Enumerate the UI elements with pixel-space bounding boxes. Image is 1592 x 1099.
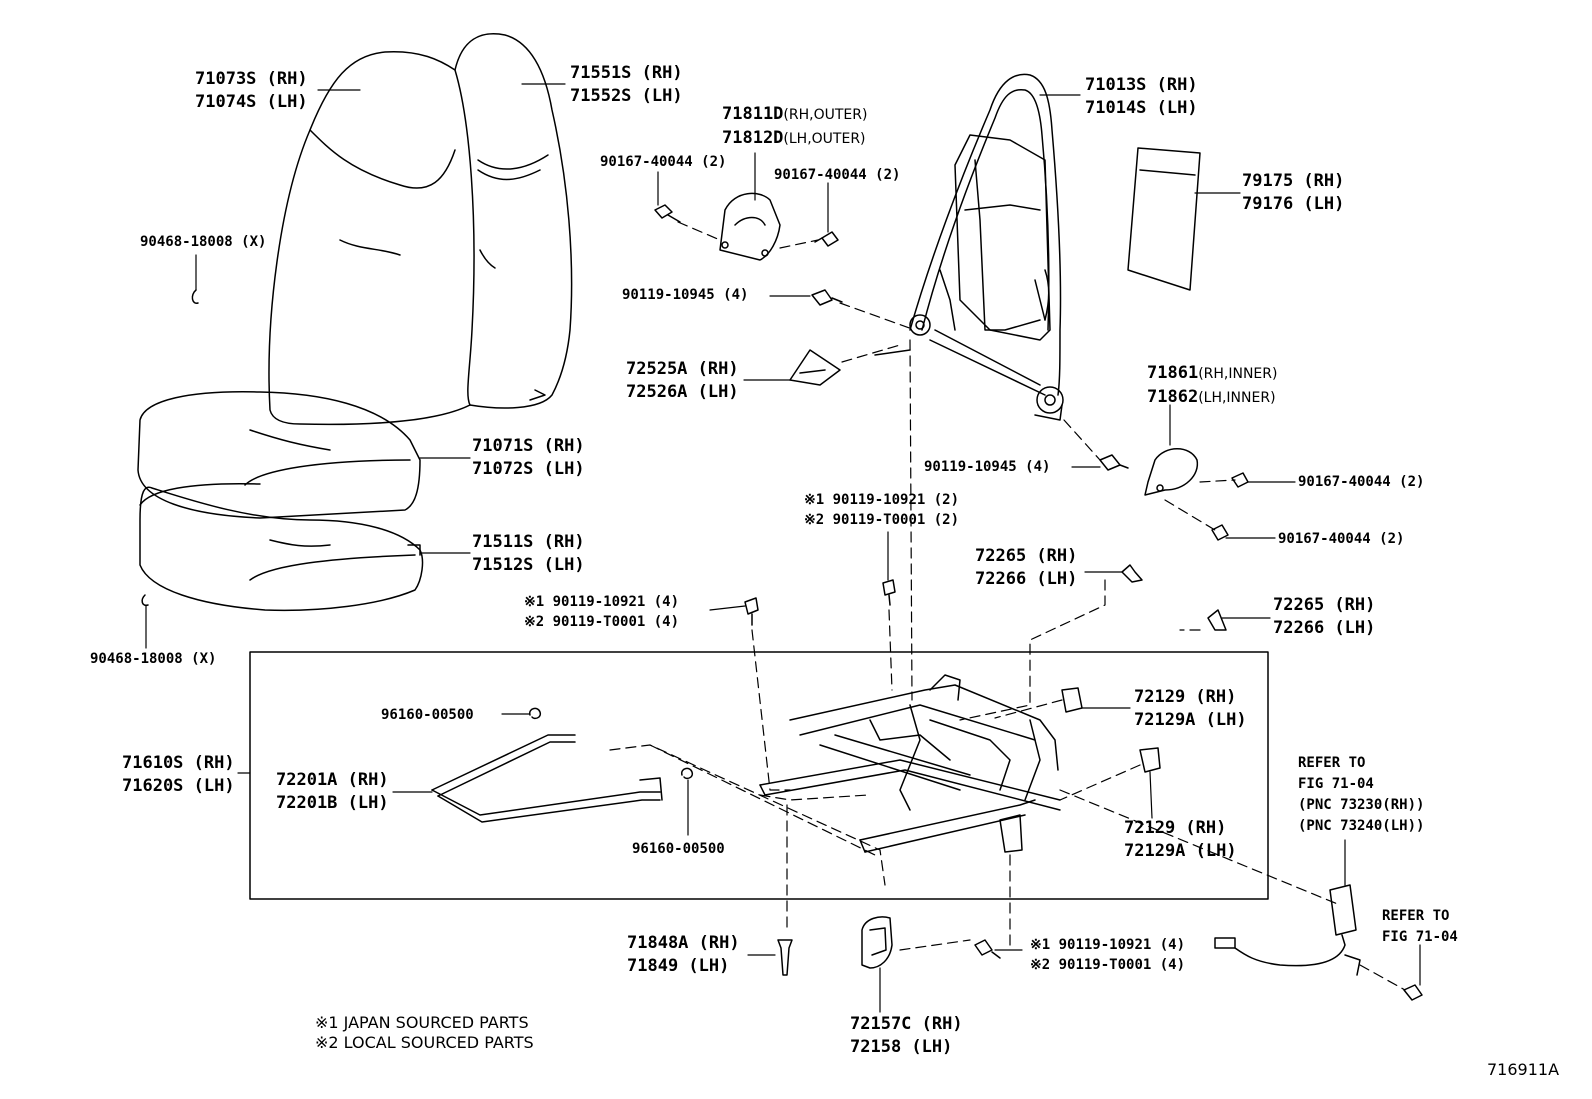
label-seatback-frame: 71013S (RH)71014S (LH) xyxy=(1085,75,1198,118)
buckle-drawing xyxy=(1215,885,1360,975)
label-cushion-cover: 71071S (RH)71072S (LH) xyxy=(472,436,585,479)
clip-drawings xyxy=(1122,565,1226,630)
hinge-cover-outer-drawing xyxy=(720,193,780,260)
label-bolt-left: ※1 90119-10921 (4)※2 90119-T0001 (4) xyxy=(524,594,680,630)
rail-cover-drawing xyxy=(862,917,892,968)
label-bolt-upper: 90119-10945 (4) xyxy=(622,287,749,303)
label-bolt-lower: 90119-10945 (4) xyxy=(924,459,1051,475)
sourced-parts-notes: ※1 JAPAN SOURCED PARTS※2 LOCAL SOURCED P… xyxy=(315,1013,534,1052)
label-reclining-knob: 72525A (RH)72526A (LH) xyxy=(626,359,739,402)
seatback-drawing xyxy=(269,34,572,425)
board-drawing xyxy=(1128,148,1200,290)
label-rail-cover: 72157C (RH)72158 (LH) xyxy=(850,1014,963,1057)
cushion-drawing xyxy=(138,392,422,611)
label-pin: 71848A (RH)71849 (LH) xyxy=(627,933,740,976)
seatback-frame-drawing xyxy=(910,74,1063,420)
label-cover-b: 72129 (RH)72129A (LH) xyxy=(1124,818,1237,861)
dashed-assembly-lines xyxy=(610,222,1405,990)
fastener-drawings xyxy=(655,205,1422,1000)
label-bolt-center: ※1 90119-10921 (2)※2 90119-T0001 (2) xyxy=(804,492,960,528)
label-ring-2: 96160-00500 xyxy=(632,841,725,857)
label-cover-a: 72129 (RH)72129A (LH) xyxy=(1134,687,1247,730)
label-screw-outer-left: 90167-40044 (2) xyxy=(600,154,727,170)
label-screw-inner-2: 90167-40044 (2) xyxy=(1278,531,1405,547)
hog-ring-drawings xyxy=(142,290,198,605)
label-hinge-cover-inner: 71861(RH,INNER) 71862(LH,INNER) xyxy=(1147,363,1278,407)
reclining-knob-drawing xyxy=(790,350,910,385)
seat-adjuster-drawing xyxy=(760,675,1060,852)
leader-lines xyxy=(146,84,1420,1012)
figure-id: 716911A xyxy=(1487,1060,1560,1079)
label-board: 79175 (RH)79176 (LH) xyxy=(1242,171,1345,214)
label-hog-ring-upper: 90468-18008 (X) xyxy=(140,234,267,250)
label-hinge-cover-outer: 71811D(RH,OUTER) 71812D(LH,OUTER) xyxy=(722,104,868,148)
label-seatback-cover: 71073S (RH)71074S (LH) xyxy=(195,69,308,112)
label-hog-ring-lower: 90468-18008 (X) xyxy=(90,651,217,667)
label-clip-b: 72265 (RH)72266 (LH) xyxy=(1273,595,1376,638)
hinge-cover-inner-drawing xyxy=(1145,449,1197,495)
label-screw-outer-right: 90167-40044 (2) xyxy=(774,167,901,183)
label-seatback-pad: 71551S (RH)71552S (LH) xyxy=(570,63,683,106)
label-screw-inner-1: 90167-40044 (2) xyxy=(1298,474,1425,490)
label-cushion-pad: 71511S (RH)71512S (LH) xyxy=(472,532,585,575)
label-clip-a: 72265 (RH)72266 (LH) xyxy=(975,546,1078,589)
label-ring-1: 96160-00500 xyxy=(381,707,474,723)
label-lever: 72201A (RH)72201B (LH) xyxy=(276,770,389,813)
ring-drawings xyxy=(530,708,693,778)
label-bolt-bottom: ※1 90119-10921 (4)※2 90119-T0001 (4) xyxy=(1030,937,1186,973)
label-adjuster-assy: 71610S (RH)71620S (LH) xyxy=(122,753,235,796)
lever-drawing xyxy=(432,735,662,822)
adjuster-assy-box xyxy=(250,652,1268,899)
